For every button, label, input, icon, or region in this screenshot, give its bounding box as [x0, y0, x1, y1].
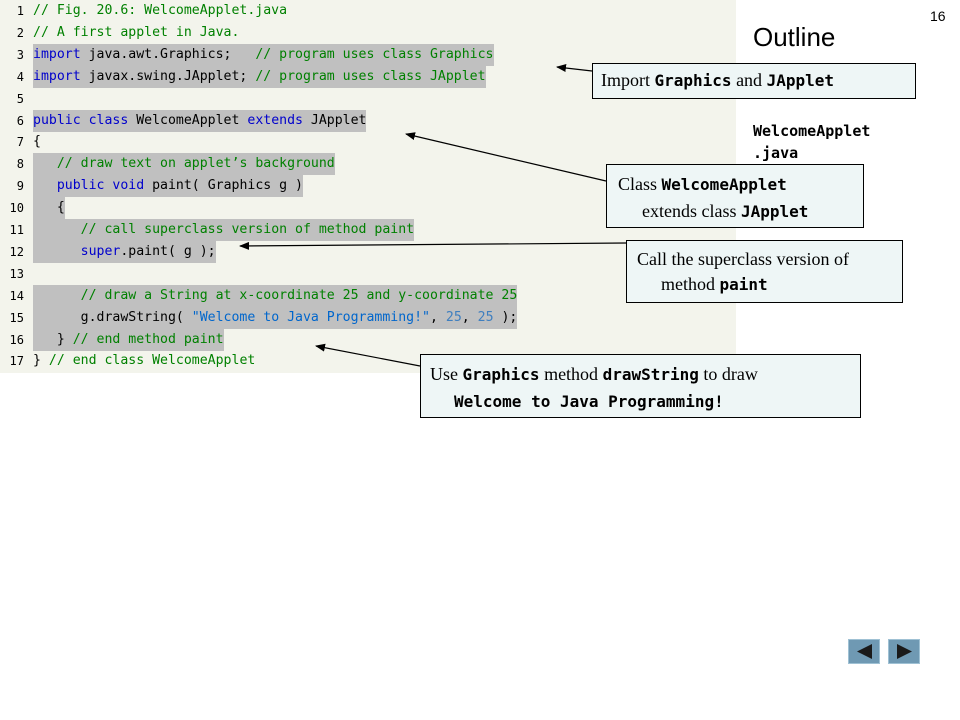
code-token: public void — [56, 178, 145, 194]
code-token: .paint( g ); — [120, 243, 216, 259]
line-number: 12 — [9, 244, 24, 259]
line-number: 11 — [9, 223, 24, 237]
code-token: javax.swing.JApplet; — [80, 68, 256, 84]
code-token: public class — [33, 112, 129, 128]
code-text: public void paint( Graphics g ) — [33, 175, 303, 198]
callout-draw-mid: method — [539, 364, 603, 384]
code-token: java.awt.Graphics; — [80, 46, 256, 62]
line-number: 1 — [16, 4, 24, 18]
callout-draw-post: to draw — [698, 364, 758, 384]
callout-class-name: WelcomeApplet — [661, 175, 787, 194]
code-token: // end class WelcomeApplet — [48, 353, 256, 369]
callout-import-mid: and — [731, 70, 767, 90]
callout-super: Call the superclass version of method pa… — [626, 240, 903, 303]
line-number: 2 — [16, 25, 24, 40]
code-token: // draw text on applet’s background — [56, 156, 335, 172]
code-token: "Welcome to Java Programming!" — [191, 309, 430, 325]
code-text: // Fig. 20.6: WelcomeApplet.java — [33, 0, 287, 22]
callout-draw: Use Graphics method drawString to draw W… — [420, 354, 861, 418]
callout-import: Import Graphics and JApplet — [592, 63, 916, 99]
file-name-line1: WelcomeApplet — [753, 122, 871, 140]
code-token: { — [33, 134, 41, 150]
line-number: 15 — [9, 310, 24, 325]
callout-draw-drawstring: drawString — [602, 365, 699, 384]
line-number: 14 — [9, 288, 24, 303]
next-slide-button[interactable] — [888, 639, 920, 664]
callout-class-japplet: JApplet — [740, 202, 809, 221]
code-token: extends — [247, 112, 303, 128]
code-token — [33, 222, 81, 237]
callout-class-mid: extends class — [642, 201, 741, 221]
code-token: { — [33, 200, 65, 216]
page-number: 16 — [930, 8, 946, 24]
code-token: 25 — [477, 309, 494, 325]
code-token: g.drawString( — [33, 309, 192, 325]
code-token: // program uses class Graphics — [255, 46, 494, 62]
code-token: ); — [493, 309, 518, 325]
code-token: // A first applet in Java. — [33, 24, 240, 40]
prev-slide-button[interactable] — [848, 639, 880, 664]
code-token: // end method paint — [72, 331, 224, 347]
file-name: WelcomeApplet .java — [753, 120, 953, 164]
code-token: , — [429, 309, 446, 325]
code-token: WelcomeApplet — [128, 112, 248, 128]
line-number: 7 — [16, 135, 24, 150]
callout-super-line1: Call the superclass version of — [637, 249, 849, 269]
line-number: 9 — [16, 179, 24, 194]
code-text: // draw a String at x-coordinate 25 and … — [33, 284, 518, 307]
code-token: super — [80, 243, 121, 259]
code-token: // Fig. 20.6: WelcomeApplet.java — [33, 3, 288, 18]
code-text: { — [33, 131, 41, 153]
left-triangle-icon — [857, 644, 872, 659]
code-text: g.drawString( "Welcome to Java Programmi… — [33, 306, 518, 329]
line-number: 4 — [16, 69, 24, 84]
callout-class: Class WelcomeApplet extends class JApple… — [606, 164, 864, 228]
code-token — [33, 178, 57, 193]
code-token: , — [461, 309, 478, 325]
code-token: } — [33, 331, 73, 347]
line-number: 6 — [16, 113, 24, 128]
code-token — [33, 156, 57, 171]
callout-import-graphics: Graphics — [654, 71, 732, 90]
code-token: } — [33, 353, 49, 369]
code-text: super.paint( g ); — [33, 240, 216, 263]
line-number: 3 — [16, 47, 24, 62]
code-token: 25 — [445, 309, 462, 325]
right-triangle-icon — [897, 644, 912, 659]
code-token: import — [33, 46, 81, 62]
code-token — [33, 244, 81, 259]
callout-import-japplet: JApplet — [766, 71, 834, 90]
line-number: 10 — [9, 201, 24, 216]
code-text: // draw text on applet’s background — [33, 153, 335, 176]
code-token: import — [33, 68, 81, 84]
line-number: 13 — [9, 266, 24, 281]
code-text: } // end class WelcomeApplet — [33, 350, 255, 372]
callout-super-paint: paint — [719, 275, 768, 294]
code-text: { — [33, 197, 65, 220]
callout-draw-graphics: Graphics — [462, 365, 540, 384]
callout-super-pre: method — [661, 274, 720, 294]
callout-import-pre: Import — [601, 70, 655, 90]
file-name-line2: .java — [753, 144, 799, 162]
code-token — [33, 288, 81, 303]
line-number: 16 — [9, 332, 24, 347]
code-token: JApplet — [302, 112, 367, 128]
code-text: // A first applet in Java. — [33, 22, 239, 44]
code-token: // program uses class JApplet — [255, 68, 486, 84]
code-text: // call superclass version of method pai… — [33, 219, 415, 241]
callout-draw-string: Welcome to Java Programming! — [454, 392, 724, 411]
code-text: import javax.swing.JApplet; // program u… — [33, 65, 486, 88]
callout-draw-pre: Use — [430, 364, 463, 384]
outline-title: Outline — [753, 22, 836, 52]
line-number: 17 — [9, 354, 24, 369]
code-text: import java.awt.Graphics; // program use… — [33, 43, 494, 66]
callout-class-pre: Class — [618, 174, 662, 194]
code-text: } // end method paint — [33, 328, 224, 351]
line-number: 5 — [16, 91, 24, 106]
code-token: // call superclass version of method pai… — [80, 222, 415, 237]
line-number: 8 — [16, 157, 24, 172]
code-token: // draw a String at x-coordinate 25 and … — [80, 287, 518, 303]
code-text: public class WelcomeApplet extends JAppl… — [33, 109, 367, 132]
code-token: paint( Graphics g ) — [144, 178, 303, 194]
